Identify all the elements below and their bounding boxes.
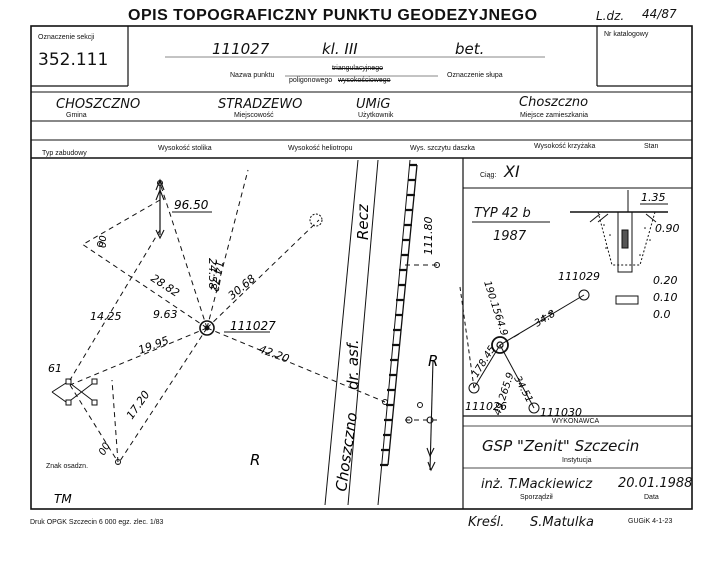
- typ-option-triangulacyjny: triangulacyjnego: [332, 65, 383, 72]
- mark-year: 1987: [493, 229, 527, 244]
- wykonawca-label: WYKONAWCA: [552, 418, 600, 425]
- typ-zabudowy-label: Typ zabudowy: [42, 150, 87, 157]
- sporzadzil-label: Sporządził: [520, 494, 553, 501]
- miejsce-zamieszkania-label: Miejsce zamieszkania: [520, 112, 589, 119]
- instytucja-label: Instytucja: [562, 457, 592, 464]
- ldz-value: 44/87: [642, 7, 677, 21]
- ditch-line: [387, 164, 418, 466]
- kreslil-value: S.Matulka: [530, 515, 595, 530]
- point-111029: 111029: [558, 270, 600, 283]
- dist-1472: 14.72: [208, 259, 226, 292]
- wysokosc-heliotropu-label: Wysokość heliotropu: [288, 145, 353, 152]
- ciag-value: XI: [504, 162, 520, 181]
- road-edge-right: [377, 159, 411, 506]
- mark-type: TYP 42 b: [474, 206, 531, 221]
- point-111030: 111030: [540, 406, 582, 419]
- road-edge-mid: [347, 159, 379, 506]
- print-info: Druk OPGK Szczecin 6 000 egz. zlec. 1/83: [30, 519, 164, 526]
- label-00-top: 00: [98, 235, 109, 248]
- dist-17845: 178.45: [470, 344, 498, 380]
- oznaczenie-slupa-label: Oznaczenie słupa: [447, 72, 503, 79]
- height-000: 0.0: [653, 308, 671, 321]
- document-title: OPIS TOPOGRAFICZNY PUNKTU GEODEZYJNEGO: [128, 7, 538, 24]
- height-090: 0.90: [655, 222, 680, 235]
- angle-49: 49.265.9: [492, 371, 516, 417]
- gmina-value: CHOSZCZNO: [56, 97, 141, 112]
- point-number: 111027: [212, 40, 270, 58]
- znak-label: Znak osadzn.: [46, 463, 89, 470]
- dist-9650: 96.50: [174, 198, 209, 212]
- height-020: 0.20: [653, 274, 678, 287]
- ditch-hatching: [380, 163, 417, 467]
- line-1472: [206, 169, 249, 329]
- instytucja-value: GSP "Zenit" Szczecin: [482, 437, 640, 455]
- wysokosc-szczytu-label: Wys. szczytu daszka: [410, 145, 475, 152]
- sekcja-label: Oznaczenie sekcji: [38, 34, 95, 41]
- dist-2458: 24.58: [206, 258, 219, 290]
- road-label-recz: Recz: [354, 203, 372, 240]
- wysokosc-stolika-label: Wysokość stolika: [158, 145, 212, 152]
- dist-963: 9.63: [153, 308, 178, 321]
- line-1995: [69, 327, 208, 386]
- line-2882: [81, 243, 208, 329]
- date-value: 20.01.1988: [618, 476, 693, 491]
- sekcja-value: 352.111: [38, 50, 109, 70]
- typ-option-wysokosciowy: wysokościowego: [338, 77, 391, 84]
- stan-label: Stan: [644, 143, 659, 150]
- angle-190: 190.1564.9: [481, 280, 509, 338]
- point-111026: 111026: [465, 400, 507, 413]
- height-135: 1.35: [641, 191, 666, 204]
- height-010: 0.10: [653, 291, 678, 304]
- point-class: kl. III: [322, 40, 358, 58]
- main-point-marker: [199, 320, 215, 336]
- uzytkownik-label: Użytkownik: [358, 112, 394, 119]
- label-61: 61: [48, 362, 62, 375]
- form-code: GUGiK 4-1-23: [628, 518, 673, 525]
- uzytkownik-value: UMiG: [356, 97, 391, 112]
- gmina-label: Gmina: [66, 112, 87, 119]
- nazwa-punktu-label: Nazwa punktu: [230, 72, 275, 79]
- ciag-label: Ciąg:: [480, 172, 497, 179]
- typ-option-poligonowy: poligonowego: [289, 77, 333, 84]
- dist-348: 34.8: [533, 308, 558, 329]
- pillar-type: bet.: [455, 40, 485, 58]
- miejsce-zamieszkania-value: Choszczno: [519, 95, 589, 110]
- field-r-bottom: R: [250, 451, 260, 469]
- main-point-label: 111027: [230, 319, 276, 333]
- nr-katalogowy-label: Nr katalogowy: [604, 31, 649, 38]
- sporzadzil-value: inż. T.Mackiewicz: [481, 477, 593, 492]
- kreslil-label: Kreśl.: [468, 515, 505, 530]
- field-r-right: R: [428, 352, 438, 370]
- dist-11180: 111.80: [422, 217, 435, 256]
- road-label-dr-asf: dr. asf.: [344, 339, 362, 390]
- dist-1425: 14.25: [90, 310, 122, 323]
- line-3068: [206, 219, 320, 329]
- miejscowosc-label: Miejscowość: [234, 112, 274, 119]
- data-label: Data: [644, 494, 659, 501]
- ldz-label: L.dz.: [596, 9, 625, 23]
- line-2458: [159, 182, 208, 329]
- road-edge-left: [324, 159, 359, 506]
- wysokosc-krzyzaka-label: Wysokość krzyżaka: [534, 143, 596, 150]
- line-1720: [117, 327, 208, 465]
- tm-label: TM: [54, 492, 72, 506]
- miejscowosc-value: STRADZEWO: [218, 97, 303, 112]
